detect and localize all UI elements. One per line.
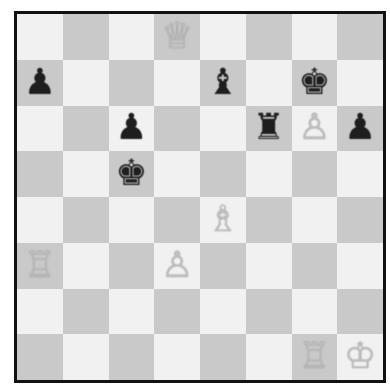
chess-board-frame: ♕ ♟ ♝ ♚ ♟ ♜ ♙ ♟ ♚ ♗ ♖ ♙ ♖ ♔ (14, 11, 386, 383)
square-b7[interactable] (63, 60, 109, 106)
square-g3[interactable] (292, 243, 338, 289)
black-pawn-icon[interactable]: ♟ (344, 110, 376, 146)
square-a2[interactable] (17, 289, 63, 335)
square-f6[interactable]: ♜ (246, 106, 292, 152)
black-pawn-icon[interactable]: ♟ (24, 65, 56, 101)
square-c6[interactable]: ♟ (109, 106, 155, 152)
square-a5[interactable] (17, 151, 63, 197)
square-d8[interactable]: ♕ (154, 14, 200, 60)
square-h7[interactable] (337, 60, 383, 106)
square-b6[interactable] (63, 106, 109, 152)
square-d7[interactable] (154, 60, 200, 106)
square-g2[interactable] (292, 289, 338, 335)
white-queen-icon[interactable]: ♕ (161, 19, 193, 55)
black-king-icon[interactable]: ♚ (115, 156, 147, 192)
white-pawn-icon[interactable]: ♙ (298, 110, 330, 146)
white-bishop-icon[interactable]: ♗ (207, 202, 239, 238)
square-c4[interactable] (109, 197, 155, 243)
square-a7[interactable]: ♟ (17, 60, 63, 106)
square-a3[interactable]: ♖ (17, 243, 63, 289)
square-d2[interactable] (154, 289, 200, 335)
square-h1[interactable]: ♔ (337, 334, 383, 380)
white-rook-icon[interactable]: ♖ (24, 248, 56, 284)
square-e7[interactable]: ♝ (200, 60, 246, 106)
square-c3[interactable] (109, 243, 155, 289)
square-e4[interactable]: ♗ (200, 197, 246, 243)
square-e3[interactable] (200, 243, 246, 289)
square-a6[interactable] (17, 106, 63, 152)
square-d6[interactable] (154, 106, 200, 152)
square-e8[interactable] (200, 14, 246, 60)
square-h4[interactable] (337, 197, 383, 243)
square-e6[interactable] (200, 106, 246, 152)
square-d3[interactable]: ♙ (154, 243, 200, 289)
square-e2[interactable] (200, 289, 246, 335)
square-g6[interactable]: ♙ (292, 106, 338, 152)
square-g7[interactable]: ♚ (292, 60, 338, 106)
square-c2[interactable] (109, 289, 155, 335)
square-e1[interactable] (200, 334, 246, 380)
square-b5[interactable] (63, 151, 109, 197)
square-d5[interactable] (154, 151, 200, 197)
square-g5[interactable] (292, 151, 338, 197)
square-e5[interactable] (200, 151, 246, 197)
white-king-icon[interactable]: ♔ (344, 339, 376, 375)
square-b8[interactable] (63, 14, 109, 60)
square-h6[interactable]: ♟ (337, 106, 383, 152)
square-f8[interactable] (246, 14, 292, 60)
square-g1[interactable]: ♖ (292, 334, 338, 380)
black-king-icon[interactable]: ♚ (298, 65, 330, 101)
square-b1[interactable] (63, 334, 109, 380)
square-d4[interactable] (154, 197, 200, 243)
square-f5[interactable] (246, 151, 292, 197)
square-a1[interactable] (17, 334, 63, 380)
square-h2[interactable] (337, 289, 383, 335)
square-f4[interactable] (246, 197, 292, 243)
square-f1[interactable] (246, 334, 292, 380)
square-g8[interactable] (292, 14, 338, 60)
square-g4[interactable] (292, 197, 338, 243)
square-c5[interactable]: ♚ (109, 151, 155, 197)
square-c8[interactable] (109, 14, 155, 60)
black-bishop-icon[interactable]: ♝ (207, 65, 239, 101)
square-h5[interactable] (337, 151, 383, 197)
square-b4[interactable] (63, 197, 109, 243)
square-a8[interactable] (17, 14, 63, 60)
square-c1[interactable] (109, 334, 155, 380)
square-b2[interactable] (63, 289, 109, 335)
chess-board[interactable]: ♕ ♟ ♝ ♚ ♟ ♜ ♙ ♟ ♚ ♗ ♖ ♙ ♖ ♔ (17, 14, 383, 380)
square-f3[interactable] (246, 243, 292, 289)
black-rook-icon[interactable]: ♜ (252, 110, 284, 146)
white-pawn-icon[interactable]: ♙ (161, 248, 193, 284)
square-a4[interactable] (17, 197, 63, 243)
white-rook-icon[interactable]: ♖ (298, 339, 330, 375)
black-pawn-icon[interactable]: ♟ (115, 110, 147, 146)
square-c7[interactable] (109, 60, 155, 106)
square-d1[interactable] (154, 334, 200, 380)
square-h8[interactable] (337, 14, 383, 60)
square-b3[interactable] (63, 243, 109, 289)
square-f7[interactable] (246, 60, 292, 106)
square-f2[interactable] (246, 289, 292, 335)
square-h3[interactable] (337, 243, 383, 289)
